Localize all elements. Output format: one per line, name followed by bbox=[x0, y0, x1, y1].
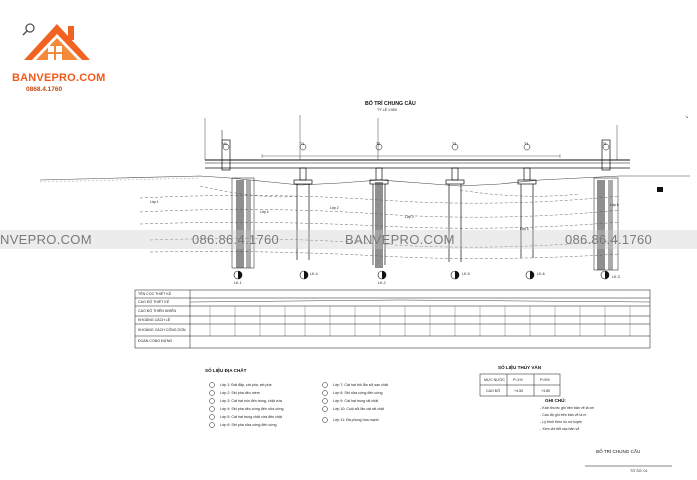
legend-item: Lớp 10: Cuội sỏi lẫn cát rất chặt bbox=[333, 407, 384, 411]
title-block-sheet: TỜ SỐ: 01 bbox=[630, 469, 648, 473]
svg-text:Lớp 2: Lớp 2 bbox=[330, 206, 339, 210]
natural-ground-line bbox=[39, 175, 690, 187]
svg-text:Lớp 1: Lớp 1 bbox=[150, 200, 159, 204]
support-label: M1 bbox=[222, 142, 227, 146]
svg-text:Lớp 4: Lớp 4 bbox=[260, 210, 269, 214]
borehole-columns bbox=[236, 180, 613, 270]
legend-item: Lớp 3: Cát hạt mịn đến trung, chặt vừa bbox=[220, 399, 282, 403]
legend-item: Lớp 11: Đá phong hóa mạnh bbox=[333, 418, 379, 422]
logo-phone: 0868.4.1760 bbox=[26, 86, 63, 93]
hydro-header: MỰC NƯỚC bbox=[484, 378, 505, 382]
watermark-band bbox=[0, 230, 697, 249]
borehole-label: LK-5 bbox=[462, 272, 470, 276]
svg-text:Lớp 3: Lớp 3 bbox=[405, 215, 414, 219]
legend-item: Lớp 2: Sét pha dẻo mềm bbox=[220, 391, 260, 395]
note-line: - Kích thước ghi trên bản vẽ là cm bbox=[540, 406, 595, 410]
profile-table-grid bbox=[134, 289, 651, 349]
legend-item: Lớp 5: Cát hạt trung chặt vừa đến chặt bbox=[220, 415, 282, 419]
drawing-subtitle: TỶ LỆ 1:500 bbox=[377, 108, 397, 112]
hydro-value: CAO ĐỘ bbox=[486, 389, 501, 393]
profile-row-label: CAO ĐỘ THIẾT KẾ bbox=[138, 300, 170, 304]
watermark-text: NVEPRO.COM bbox=[0, 232, 92, 247]
title-block-title: BỐ TRÍ CHUNG CẦU bbox=[596, 449, 641, 454]
borehole-label: LK-6 bbox=[537, 272, 545, 276]
hydro-table-title: SỐ LIỆU THỦY VĂN bbox=[498, 365, 542, 370]
hydro-table-grid bbox=[479, 373, 561, 397]
watermark-text: 086.86.4.1760 bbox=[192, 232, 280, 247]
legend-item: Lớp 9: Cát hạt trung rất chặt bbox=[333, 399, 379, 403]
logo-brand: BANVEPRO.COM bbox=[12, 72, 106, 84]
profile-row-label: KHOẢNG CÁCH LẺ bbox=[138, 318, 171, 322]
profile-row-label: KHOẢNG CÁCH CỘNG DỒN bbox=[138, 328, 186, 332]
note-line: - Lý trình theo hồ sơ tuyến bbox=[540, 420, 583, 424]
support-label: T3 bbox=[452, 142, 457, 146]
svg-text:Lớp 6: Lớp 6 bbox=[610, 203, 619, 207]
borehole-markers bbox=[233, 270, 610, 280]
legend-item: Lớp 6: Sét pha nửa cứng đến cứng bbox=[220, 423, 277, 427]
svg-text:Lớp 5: Lớp 5 bbox=[520, 227, 529, 231]
profile-row-label: ĐOẠN CONG ĐỨNG bbox=[138, 339, 173, 343]
drawing-title: BỐ TRÍ CHUNG CẦU bbox=[365, 101, 416, 107]
legend-symbols bbox=[209, 382, 328, 428]
logo: BANVEPRO.COM 0868.4.1760 bbox=[10, 12, 105, 97]
support-label: T2 bbox=[376, 142, 381, 146]
note-line: - Cao độ ghi trên bản vẽ là m bbox=[540, 413, 587, 417]
legend-item: Lớp 1: Đất đắp, cát pha, sét pha bbox=[220, 383, 272, 387]
borehole-label: LK-1 bbox=[234, 281, 242, 285]
notes-title: GHI CHÚ: bbox=[545, 398, 566, 403]
geology-legend-title: SỐ LIỆU ĐỊA CHẤT bbox=[205, 368, 247, 373]
watermark-text: BANVEPRO.COM bbox=[345, 232, 455, 247]
support-label: T5 bbox=[602, 142, 607, 146]
legend-item: Lớp 7: Cát hạt thô lẫn sỏi sạn chặt bbox=[333, 383, 388, 387]
hydro-value: +4.50 bbox=[514, 389, 524, 393]
borehole-label: LK-3 bbox=[612, 275, 620, 279]
borehole-label: LK-4 bbox=[310, 272, 318, 276]
svg-text:↘: ↘ bbox=[685, 114, 688, 119]
watermark-text: 086.86.4.1760 bbox=[565, 232, 653, 247]
house-search-icon bbox=[22, 23, 90, 60]
legend-item: Lớp 8: Sét nửa cứng đến cứng bbox=[333, 391, 383, 395]
soil-layers bbox=[139, 185, 621, 259]
support-label: T1 bbox=[300, 142, 305, 146]
support-label: T4 bbox=[524, 142, 529, 146]
abutment-right bbox=[593, 139, 619, 271]
hydro-header: P=1% bbox=[513, 378, 523, 382]
legend-item: Lớp 4: Sét pha dẻo cứng đến nửa cứng bbox=[220, 407, 284, 411]
borehole-label: LK-2 bbox=[378, 281, 386, 285]
profile-row-label: TÊN CỌC THIẾT KẾ bbox=[138, 292, 172, 296]
support-markers bbox=[222, 143, 610, 151]
hydro-value: +3.80 bbox=[541, 389, 551, 393]
profile-row-label: CAO ĐỘ THIÊN NHIÊN bbox=[138, 309, 177, 313]
hydro-header: P=5% bbox=[540, 378, 550, 382]
note-line: - Xem chi tiết các bản vẽ bbox=[540, 427, 580, 431]
bridge-deck bbox=[205, 154, 630, 169]
